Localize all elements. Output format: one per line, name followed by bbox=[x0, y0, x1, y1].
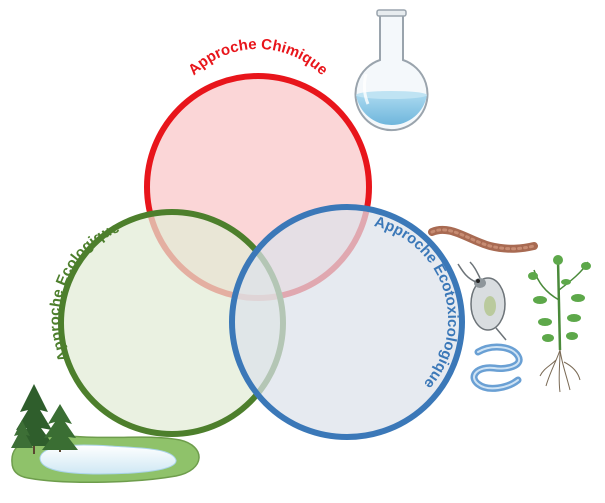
earthworm-icon bbox=[428, 225, 538, 253]
pond-with-trees-icon bbox=[11, 384, 200, 484]
nematode-icon bbox=[470, 343, 523, 392]
pea-plant-icon bbox=[528, 255, 591, 393]
label-approche-chimique: Approche Chimique bbox=[185, 36, 331, 79]
circle-ecotoxicologique bbox=[229, 204, 465, 440]
round-bottom-flask-icon bbox=[354, 9, 429, 132]
daphnia-icon bbox=[457, 261, 507, 341]
